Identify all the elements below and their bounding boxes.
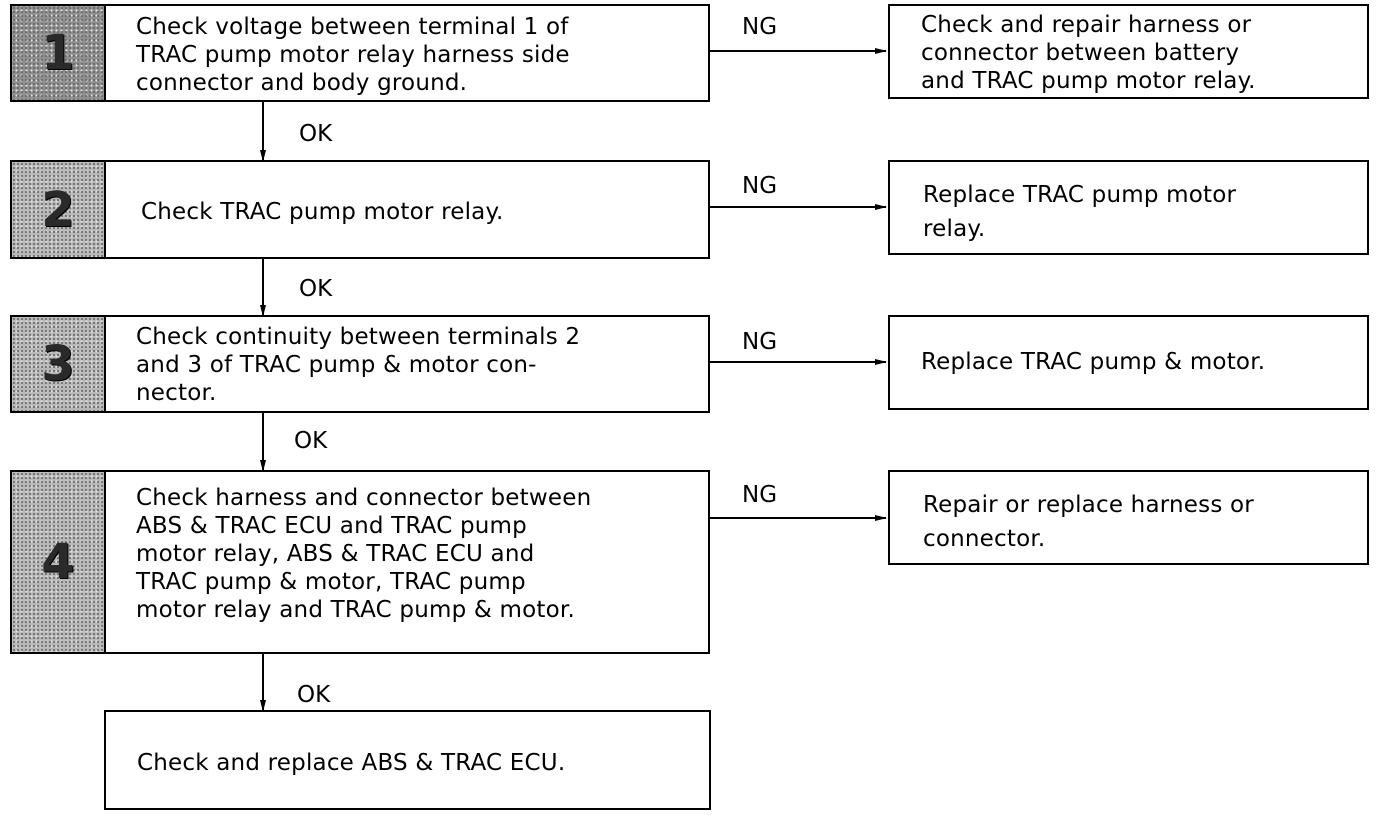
result-box-1: Check and repair harness or connector be… [888,4,1369,99]
ng-label: NG [742,173,778,199]
step-text: Check TRAC pump motor relay. [141,199,504,225]
step-4-box: 4 Check harness and connector between AB… [10,470,710,654]
step-1-box: 1 Check voltage between terminal 1 of TR… [10,4,710,102]
step-text: Check continuity between terminals 2 and… [136,324,581,406]
result-box-3: Replace TRAC pump & motor. [888,315,1369,410]
ng-label: NG [742,482,778,508]
step-text: Check voltage between terminal 1 of TRAC… [136,14,570,96]
step-number-badge: 2 [12,162,106,257]
ok-label: OK [299,276,333,302]
ng-label: NG [742,329,778,355]
ok-label: OK [294,428,328,454]
final-step-box: Check and replace ABS & TRAC ECU. [104,710,711,810]
step-number-badge: 4 [12,472,106,652]
result-text: Replace TRAC pump motor relay. [923,182,1237,242]
step-number: 2 [41,181,75,238]
step-number-badge: 3 [12,317,106,411]
step-number: 4 [41,534,75,590]
step-number: 1 [41,25,75,81]
result-text: Repair or replace harness or connector. [923,492,1254,552]
step-number-badge: 1 [12,6,106,100]
final-step-text: Check and replace ABS & TRAC ECU. [137,750,566,776]
step-2-box: 2 Check TRAC pump motor relay. [10,160,710,259]
step-number: 3 [41,336,75,392]
result-box-2: Replace TRAC pump motor relay. [888,160,1369,255]
step-text: Check harness and connector between ABS … [136,485,592,623]
step-3-box: 3 Check continuity between terminals 2 a… [10,315,710,413]
result-text: Replace TRAC pump & motor. [921,349,1266,375]
result-text: Check and repair harness or connector be… [921,12,1256,94]
result-box-4: Repair or replace harness or connector. [888,470,1369,565]
ng-label: NG [742,14,778,40]
ok-label: OK [297,682,331,708]
ok-label: OK [299,121,333,147]
